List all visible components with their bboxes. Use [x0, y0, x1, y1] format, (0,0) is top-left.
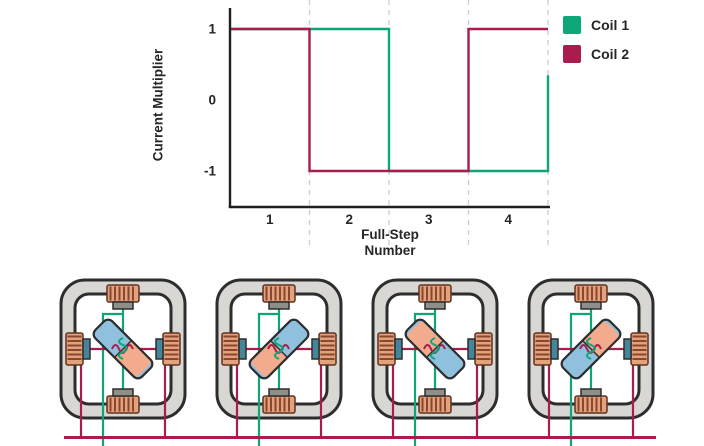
coil2-bottom-wire	[64, 436, 656, 439]
motor-diagrams-row	[58, 276, 656, 446]
current-multiplier-chart: 1 0 -1 1 2 3 4	[204, 0, 550, 246]
legend-entry-coil1: Coil 1	[563, 16, 629, 34]
coil1-swatch-icon	[563, 16, 581, 34]
svg-text:3: 3	[425, 212, 433, 227]
chart-legend: Coil 1 Coil 2	[563, 16, 629, 63]
svg-text:1: 1	[266, 212, 274, 227]
motor-cross-section	[527, 278, 655, 446]
svg-text:4: 4	[504, 212, 512, 227]
coil1-legend-label: Coil 1	[591, 17, 630, 33]
motor-cross-section	[215, 278, 343, 446]
coil2-swatch-icon	[563, 45, 581, 63]
y-axis-label: Current Multiplier	[150, 48, 166, 162]
svg-text:2: 2	[345, 212, 353, 227]
svg-text:-1: -1	[204, 164, 216, 179]
svg-text:0: 0	[208, 93, 216, 108]
motor-cross-section	[371, 278, 499, 446]
legend-entry-coil2: Coil 2	[563, 45, 629, 63]
svg-text:1: 1	[208, 22, 216, 37]
coil2-legend-label: Coil 2	[591, 46, 630, 62]
x-axis-label: Full-Step Number	[361, 227, 419, 259]
motor-cross-section	[59, 278, 187, 446]
